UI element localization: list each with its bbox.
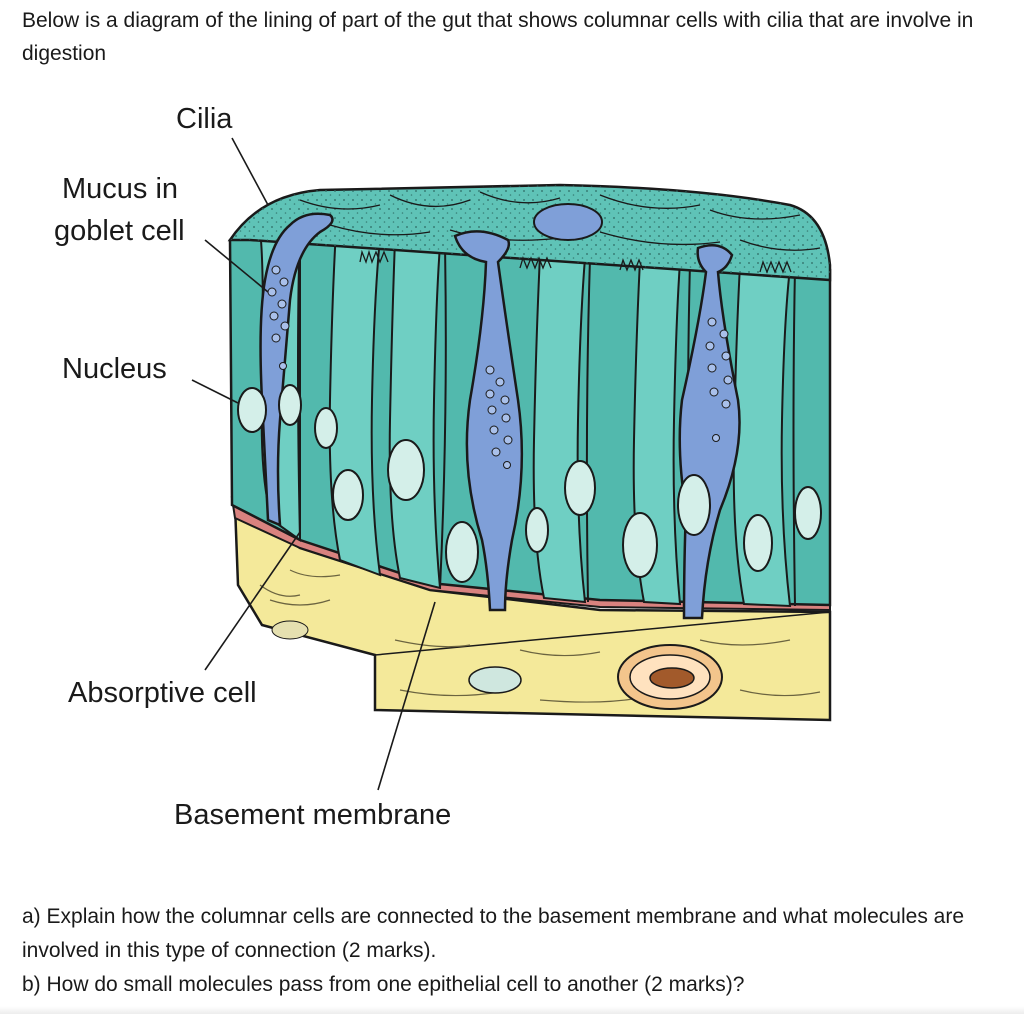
label-basement-membrane: Basement membrane <box>174 799 451 831</box>
mucus-granules <box>267 265 733 469</box>
label-mucus-line2: goblet cell <box>54 215 185 247</box>
blood-vessel <box>617 644 723 710</box>
intro-text: Below is a diagram of the lining of part… <box>22 9 974 65</box>
label-nucleus: Nucleus <box>62 353 167 385</box>
questions: a) Explain how the columnar cells are co… <box>22 900 1002 1002</box>
nuclei <box>237 384 822 583</box>
label-mucus-line1: Mucus in <box>62 173 178 205</box>
gut-lining-diagram: Cilia Mucus in goblet cell Nucleus Absor… <box>54 103 832 831</box>
question-b: b) How do small molecules pass from one … <box>22 973 745 996</box>
label-absorptive-cell: Absorptive cell <box>68 677 257 709</box>
leader-lines <box>191 137 436 791</box>
label-cilia: Cilia <box>176 103 233 135</box>
question-a: a) Explain how the columnar cells are co… <box>22 905 965 962</box>
page-bottom-edge <box>0 1006 1024 1014</box>
